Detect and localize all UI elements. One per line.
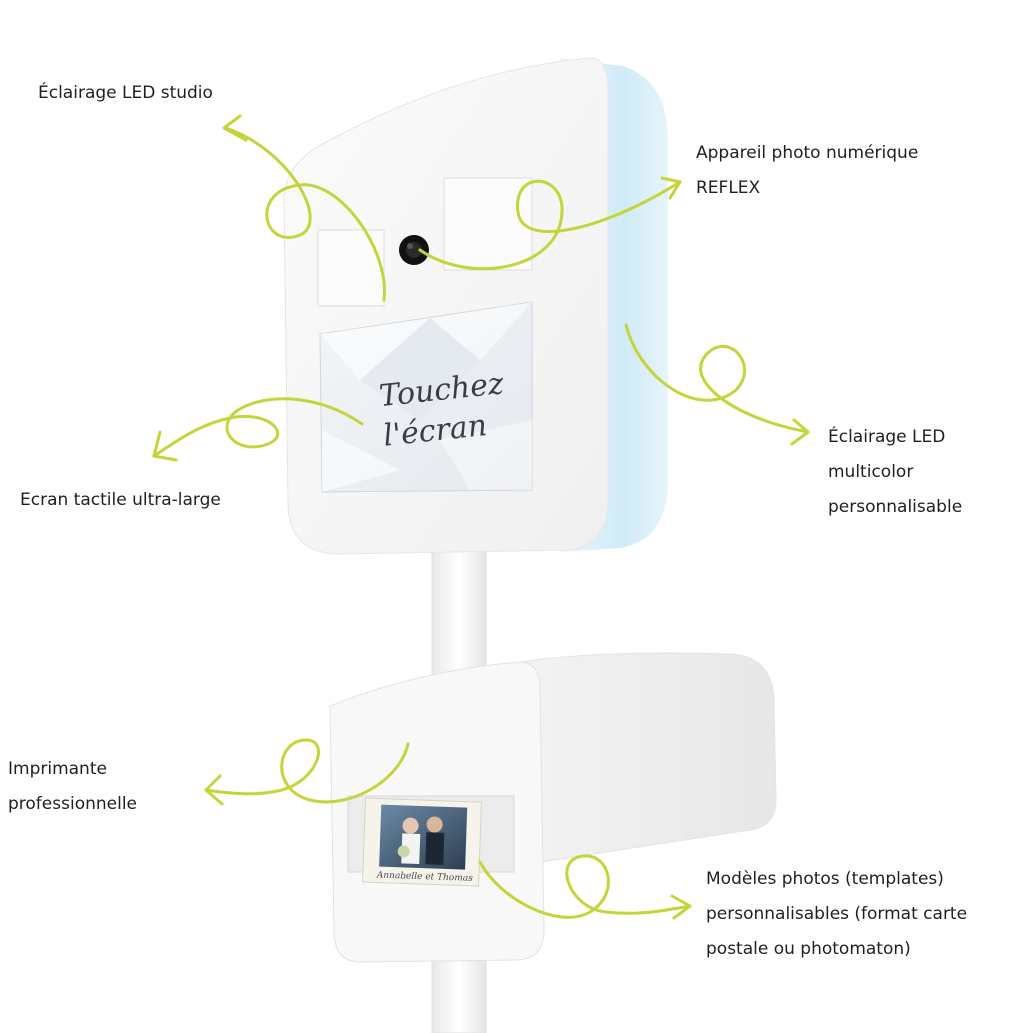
label-camera-line2: REFLEX bbox=[696, 178, 761, 198]
label-printer: Imprimante professionnelle bbox=[8, 752, 137, 822]
label-templates-line1: Modèles photos (templates) bbox=[706, 869, 944, 889]
label-camera-line1: Appareil photo numérique bbox=[696, 143, 919, 163]
printed-photo-card: Annabelle et Thomas bbox=[362, 797, 482, 887]
label-templates-line3: postale ou photomaton) bbox=[706, 939, 911, 959]
label-camera: Appareil photo numérique REFLEX bbox=[696, 136, 918, 206]
couple-figure-2 bbox=[426, 816, 443, 833]
couple-figure-1 bbox=[402, 817, 419, 834]
label-touchscreen-text: Ecran tactile ultra-large bbox=[20, 490, 221, 510]
label-templates-line2: personnalisables (format carte bbox=[706, 904, 968, 924]
label-led-studio-text: Éclairage LED studio bbox=[38, 83, 213, 103]
touch-screen[interactable]: Touchez l'écran bbox=[319, 301, 533, 493]
led-window-left bbox=[317, 229, 385, 307]
label-led-multicolor: Éclairage LED multicolor personnalisable bbox=[828, 420, 962, 525]
label-touchscreen: Ecran tactile ultra-large bbox=[20, 483, 221, 518]
print-card-caption: Annabelle et Thomas bbox=[376, 870, 474, 883]
led-window-right bbox=[443, 177, 533, 271]
label-led-studio: Éclairage LED studio bbox=[38, 76, 213, 111]
label-led-multicolor-line1: Éclairage LED bbox=[828, 427, 946, 447]
label-printer-line1: Imprimante bbox=[8, 759, 107, 779]
label-led-multicolor-line2: multicolor bbox=[828, 462, 914, 482]
label-led-multicolor-line3: personnalisable bbox=[828, 497, 963, 517]
curly-arrow-icon bbox=[152, 114, 810, 920]
label-templates: Modèles photos (templates) personnalisab… bbox=[706, 862, 967, 967]
printer-side bbox=[519, 652, 777, 863]
camera-lens-icon bbox=[399, 235, 429, 265]
label-printer-line2: professionnelle bbox=[8, 794, 138, 814]
